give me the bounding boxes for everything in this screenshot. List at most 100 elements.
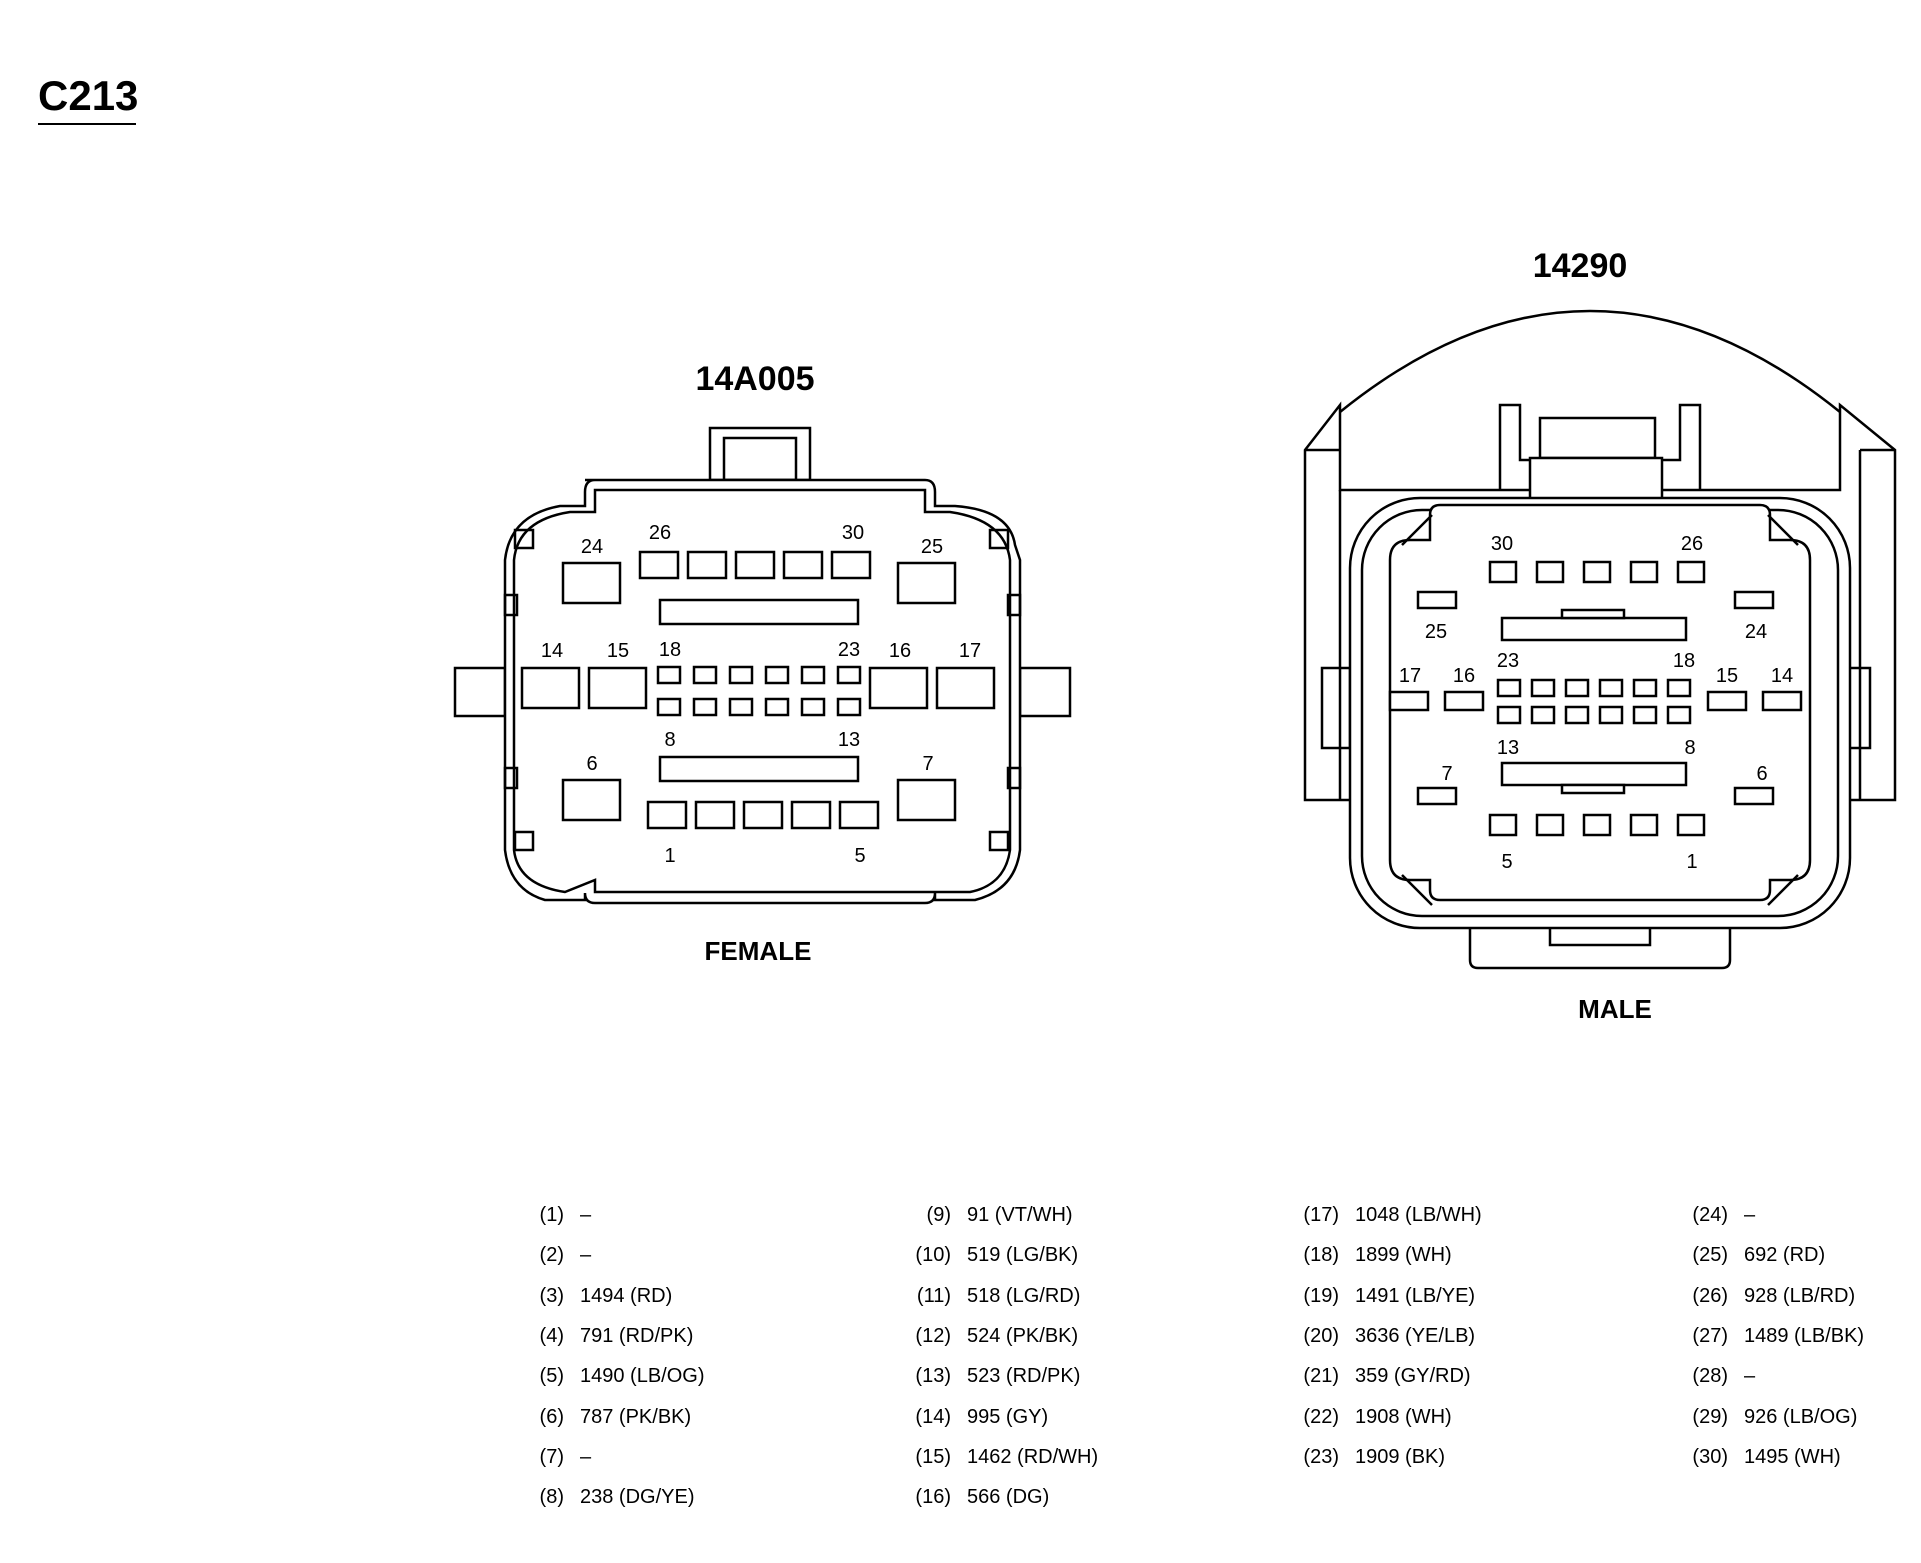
circuit-value: 692 (RD) xyxy=(1744,1244,1826,1267)
pin-number: (9) xyxy=(926,1204,951,1226)
circuit-value: 1491 (LB/YE) xyxy=(1355,1284,1476,1307)
female-pin-label: 7 xyxy=(922,753,933,775)
female-pin-label: 23 xyxy=(838,639,860,661)
pin-number: (12) xyxy=(915,1324,951,1347)
pinout-entry: (21) 359 (GY/RD) xyxy=(1303,1361,1471,1391)
pin-number: (22) xyxy=(1303,1405,1339,1428)
pinout-entry: (18) 1899 (WH) xyxy=(1303,1240,1452,1270)
female-pin-label: 26 xyxy=(649,522,671,544)
pin-number: (15) xyxy=(915,1445,951,1468)
pin-number: (23) xyxy=(1303,1445,1339,1468)
pinout-entry: (13) 523 (RD/PK) xyxy=(915,1361,1081,1391)
circuit-value: 791 (RD/PK) xyxy=(580,1324,694,1347)
circuit-value: 518 (LG/RD) xyxy=(967,1284,1081,1307)
pinout-entry: (8) 238 (DG/YE) xyxy=(540,1482,695,1512)
male-pin-label: 17 xyxy=(1399,665,1421,687)
female-gender-label: FEMALE xyxy=(705,936,812,966)
male-pin-label: 24 xyxy=(1745,621,1767,643)
circuit-value: 928 (LB/RD) xyxy=(1744,1284,1856,1307)
circuit-value: 926 (LB/OG) xyxy=(1744,1405,1858,1428)
female-pin-label: 8 xyxy=(664,729,675,751)
circuit-value: – xyxy=(1744,1365,1756,1388)
male-pin-label: 14 xyxy=(1771,665,1793,687)
pin-number: (1) xyxy=(539,1204,564,1226)
pinout-entry: (5)1490 (LB/OG) xyxy=(540,1361,705,1391)
pin-number: (21) xyxy=(1303,1365,1339,1388)
pin-number: (7) xyxy=(539,1445,564,1468)
female-pin-label: 13 xyxy=(838,729,860,751)
male-pin-label: 1 xyxy=(1686,851,1697,873)
male-pin-label: 5 xyxy=(1501,851,1512,873)
pin-number: (11) xyxy=(916,1284,951,1307)
pin-number: (13) xyxy=(915,1365,951,1388)
pin-number: (24) xyxy=(1692,1204,1728,1226)
circuit-value: 359 (GY/RD) xyxy=(1355,1365,1471,1388)
pin-number: (4) xyxy=(539,1324,564,1347)
pin-number: (8) xyxy=(539,1486,564,1509)
circuit-value: 519 (LG/BK) xyxy=(967,1244,1079,1267)
circuit-value: 1899 (WH) xyxy=(1355,1244,1452,1267)
pinout-entry: (6)787 (PK/BK) xyxy=(540,1402,692,1432)
pin-number: (26) xyxy=(1692,1284,1728,1307)
pin-number: (20) xyxy=(1303,1324,1339,1347)
pinout-entry: (2)– xyxy=(540,1240,592,1270)
pinout-entry: (24)– xyxy=(1692,1200,1755,1230)
male-pin-label: 8 xyxy=(1684,737,1695,759)
circuit-value: 566 (DG) xyxy=(967,1486,1050,1509)
pin-number: (19) xyxy=(1303,1284,1339,1307)
pin-number: (18) xyxy=(1303,1244,1339,1267)
pinout-entry: (27)1489 (LB/BK) xyxy=(1692,1321,1864,1351)
pinout-entry: (4) 791 (RD/PK) xyxy=(540,1321,694,1351)
male-pin-label: 18 xyxy=(1673,650,1695,672)
female-pin-label: 5 xyxy=(854,845,865,867)
pin-number: (17) xyxy=(1303,1204,1339,1226)
pinout-entry: (17) 1048 (LB/WH) xyxy=(1303,1200,1482,1230)
pin-number: (16) xyxy=(915,1486,951,1509)
pin-number: (14) xyxy=(915,1405,951,1428)
male-pin-label: 30 xyxy=(1491,533,1513,555)
circuit-value: 238 (DG/YE) xyxy=(580,1486,695,1509)
circuit-value: 1462 (RD/WH) xyxy=(967,1445,1099,1468)
pinout-entry: (16) 566 (DG) xyxy=(915,1482,1050,1512)
pinout-entry: (1)– xyxy=(540,1200,592,1230)
circuit-value: 1495 (WH) xyxy=(1744,1445,1841,1468)
circuit-value: 524 (PK/BK) xyxy=(967,1324,1079,1347)
female-part-number: 14A005 xyxy=(695,360,814,398)
female-pin-label: 1 xyxy=(664,845,675,867)
circuit-value: 995 (GY) xyxy=(967,1405,1049,1428)
pinout-entry: (14) 995 (GY) xyxy=(915,1402,1049,1432)
pinout-entry: (30) 1495 (WH) xyxy=(1692,1442,1841,1472)
male-pin-label: 25 xyxy=(1425,621,1447,643)
pinout-entry: (19) 1491 (LB/YE) xyxy=(1303,1281,1476,1311)
pinout-entry: (7)– xyxy=(540,1442,592,1472)
circuit-value: 1490 (LB/OG) xyxy=(580,1365,705,1388)
male-pin-label: 23 xyxy=(1497,650,1519,672)
pinout-entry: (9) 91 (VT/WH) xyxy=(927,1200,1073,1230)
male-connector: 14290 xyxy=(1303,247,1897,1024)
pinout-entry: (10)519 (LG/BK) xyxy=(915,1240,1079,1270)
female-pin-label: 6 xyxy=(586,753,597,775)
female-pin-label: 18 xyxy=(659,639,681,661)
female-pin-label: 15 xyxy=(607,640,629,662)
circuit-value: – xyxy=(580,1445,592,1468)
pin-number: (29) xyxy=(1692,1405,1728,1428)
pin-number: (30) xyxy=(1692,1445,1728,1468)
male-gender-label: MALE xyxy=(1578,994,1652,1024)
circuit-value: 523 (RD/PK) xyxy=(967,1365,1081,1388)
circuit-value: 91 (VT/WH) xyxy=(967,1204,1073,1226)
male-pin-label: 26 xyxy=(1681,533,1703,555)
female-pin-label: 17 xyxy=(959,640,981,662)
circuit-value: 1494 (RD) xyxy=(580,1284,673,1307)
circuit-value: – xyxy=(580,1204,592,1226)
male-pin-label: 6 xyxy=(1756,763,1767,785)
female-pin-label: 16 xyxy=(889,640,911,662)
pinout-entry: (11) 518 (LG/RD) xyxy=(917,1281,1081,1311)
pin-number: (6) xyxy=(539,1405,564,1428)
circuit-value: 1908 (WH) xyxy=(1355,1405,1452,1428)
male-pin-label: 16 xyxy=(1453,665,1475,687)
female-pin-label: 14 xyxy=(541,640,563,662)
female-pin-label: 25 xyxy=(921,536,943,558)
circuit-value: 1048 (LB/WH) xyxy=(1355,1204,1482,1226)
pinout-entry: (3)1494 (RD) xyxy=(540,1281,673,1311)
